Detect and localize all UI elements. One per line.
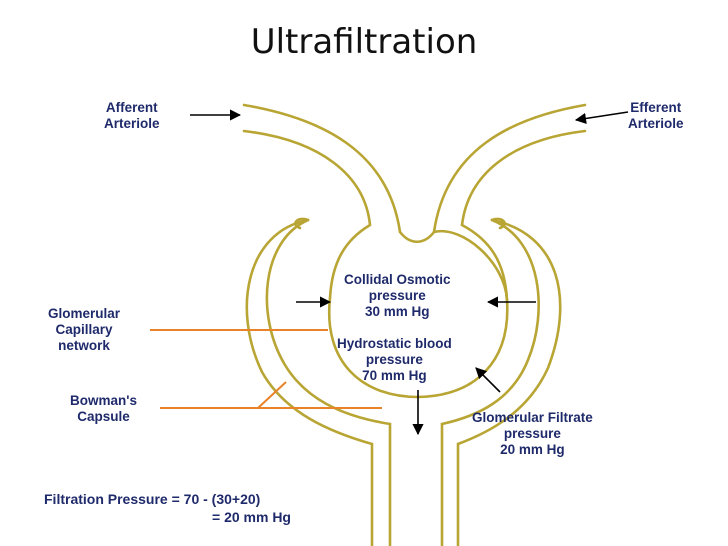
glomerular-capillary-label: Glomerular Capillary network [48, 306, 120, 354]
capsule-rim-right [490, 217, 506, 230]
filtrate-label-line-1: Glomerular Filtrate [472, 410, 593, 425]
efferent-label-line-1: Efferent [630, 100, 682, 115]
afferent-arteriole-lower-wall [242, 129, 372, 300]
formula-line-1: Filtration Pressure = 70 - (30+20) [44, 491, 261, 507]
afferent-arteriole-upper-wall [242, 103, 402, 234]
efferent-arteriole-label: Efferent Arteriole [628, 100, 684, 132]
capsule-rim-left [294, 217, 310, 230]
capillary-label-line-1: Glomerular [48, 306, 121, 321]
hydrostatic-pressure-label: Hydrostatic blood pressure 70 mm Hg [337, 336, 452, 384]
capsule-label-line-2: Capsule [77, 409, 130, 424]
colloidal-label-line-3: 30 mm Hg [365, 304, 430, 319]
capillary-label-line-3: network [58, 338, 110, 353]
glomerular-capillary-tuft [327, 229, 509, 399]
bowmans-capsule-outer-wall-right [456, 218, 562, 546]
colloidal-pressure-label: Collidal Osmotic pressure 30 mm Hg [344, 272, 451, 320]
bowmans-capsule-inner-wall-right [440, 218, 540, 546]
efferent-arrow [574, 111, 629, 125]
afferent-label-line-1: Afferent [105, 100, 158, 115]
hydrostatic-arrow [475, 367, 501, 393]
capsule-pointer-branch [257, 381, 287, 409]
hydrostatic-label-line-3: 70 mm Hg [362, 368, 427, 383]
efferent-arteriole-lower-wall [460, 129, 587, 302]
bowmans-capsule-label: Bowman's Capsule [70, 393, 137, 425]
colloidal-label-line-2: pressure [368, 288, 426, 303]
filtration-pressure-formula: Filtration Pressure = 70 - (30+20) = 20 … [44, 490, 291, 526]
bowmans-capsule-inner-wall-left [265, 218, 392, 546]
filtrate-label-line-3: 20 mm Hg [500, 442, 565, 457]
hydrostatic-label-line-1: Hydrostatic blood [337, 336, 452, 351]
filtrate-label-line-2: pressure [503, 426, 561, 441]
capillary-label-line-2: Capillary [55, 322, 113, 337]
formula-line-2: = 20 mm Hg [212, 509, 291, 525]
efferent-arteriole-upper-wall [432, 103, 587, 234]
colloidal-label-line-1: Collidal Osmotic [344, 272, 451, 287]
page-title: Ultrafiltration [250, 22, 478, 62]
capsule-label-line-1: Bowman's [70, 393, 137, 408]
bowmans-capsule-outer-wall [245, 218, 374, 546]
hydrostatic-label-line-2: pressure [365, 352, 423, 367]
afferent-arteriole-label: Afferent Arteriole [104, 100, 160, 132]
afferent-label-line-2: Arteriole [104, 116, 160, 131]
efferent-label-line-2: Arteriole [628, 116, 684, 131]
filtrate-pressure-label: Glomerular Filtrate pressure 20 mm Hg [472, 410, 593, 458]
